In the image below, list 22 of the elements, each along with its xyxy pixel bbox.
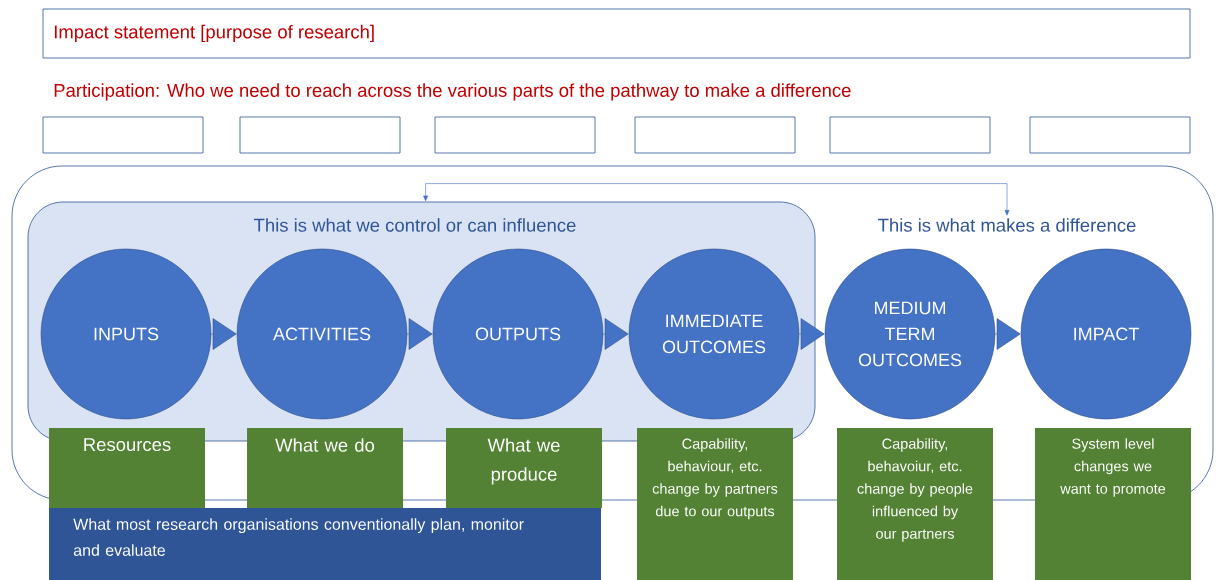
section-heading: This is what makes a difference: [878, 218, 1136, 232]
chevron-arrow: [603, 318, 629, 350]
description-box: What we produce: [446, 428, 602, 508]
chevron-arrow: [799, 318, 825, 350]
description-box: Capability, behavoiur, etc. change by people influenced by our partners: [837, 428, 993, 580]
participant-box: [829, 116, 991, 154]
chevron-arrow: [407, 318, 433, 350]
participant-box: [42, 116, 204, 154]
note-box: What most research organisations conventionally plan, monitor and evaluate: [49, 508, 601, 580]
participant-box: [634, 116, 796, 154]
participant-box: [434, 116, 596, 154]
chevron-arrow: [211, 318, 237, 350]
description-box: What we do: [247, 428, 403, 508]
statement-box: Impact statement [purpose of research]: [42, 8, 1191, 59]
participant-box: [1029, 116, 1191, 154]
description-box: System level changes we want to promote: [1035, 428, 1191, 580]
chevron-arrow: [995, 318, 1021, 350]
heading-text: Participation: Who we need to reach across the various parts of the pathway to make a difference: [54, 83, 851, 101]
description-box: Capability, behaviour, etc. change by partners due to our outputs: [637, 428, 793, 580]
description-box: Resources: [49, 428, 205, 508]
double-arrow: [423, 183, 1010, 216]
participant-box: [239, 116, 401, 154]
